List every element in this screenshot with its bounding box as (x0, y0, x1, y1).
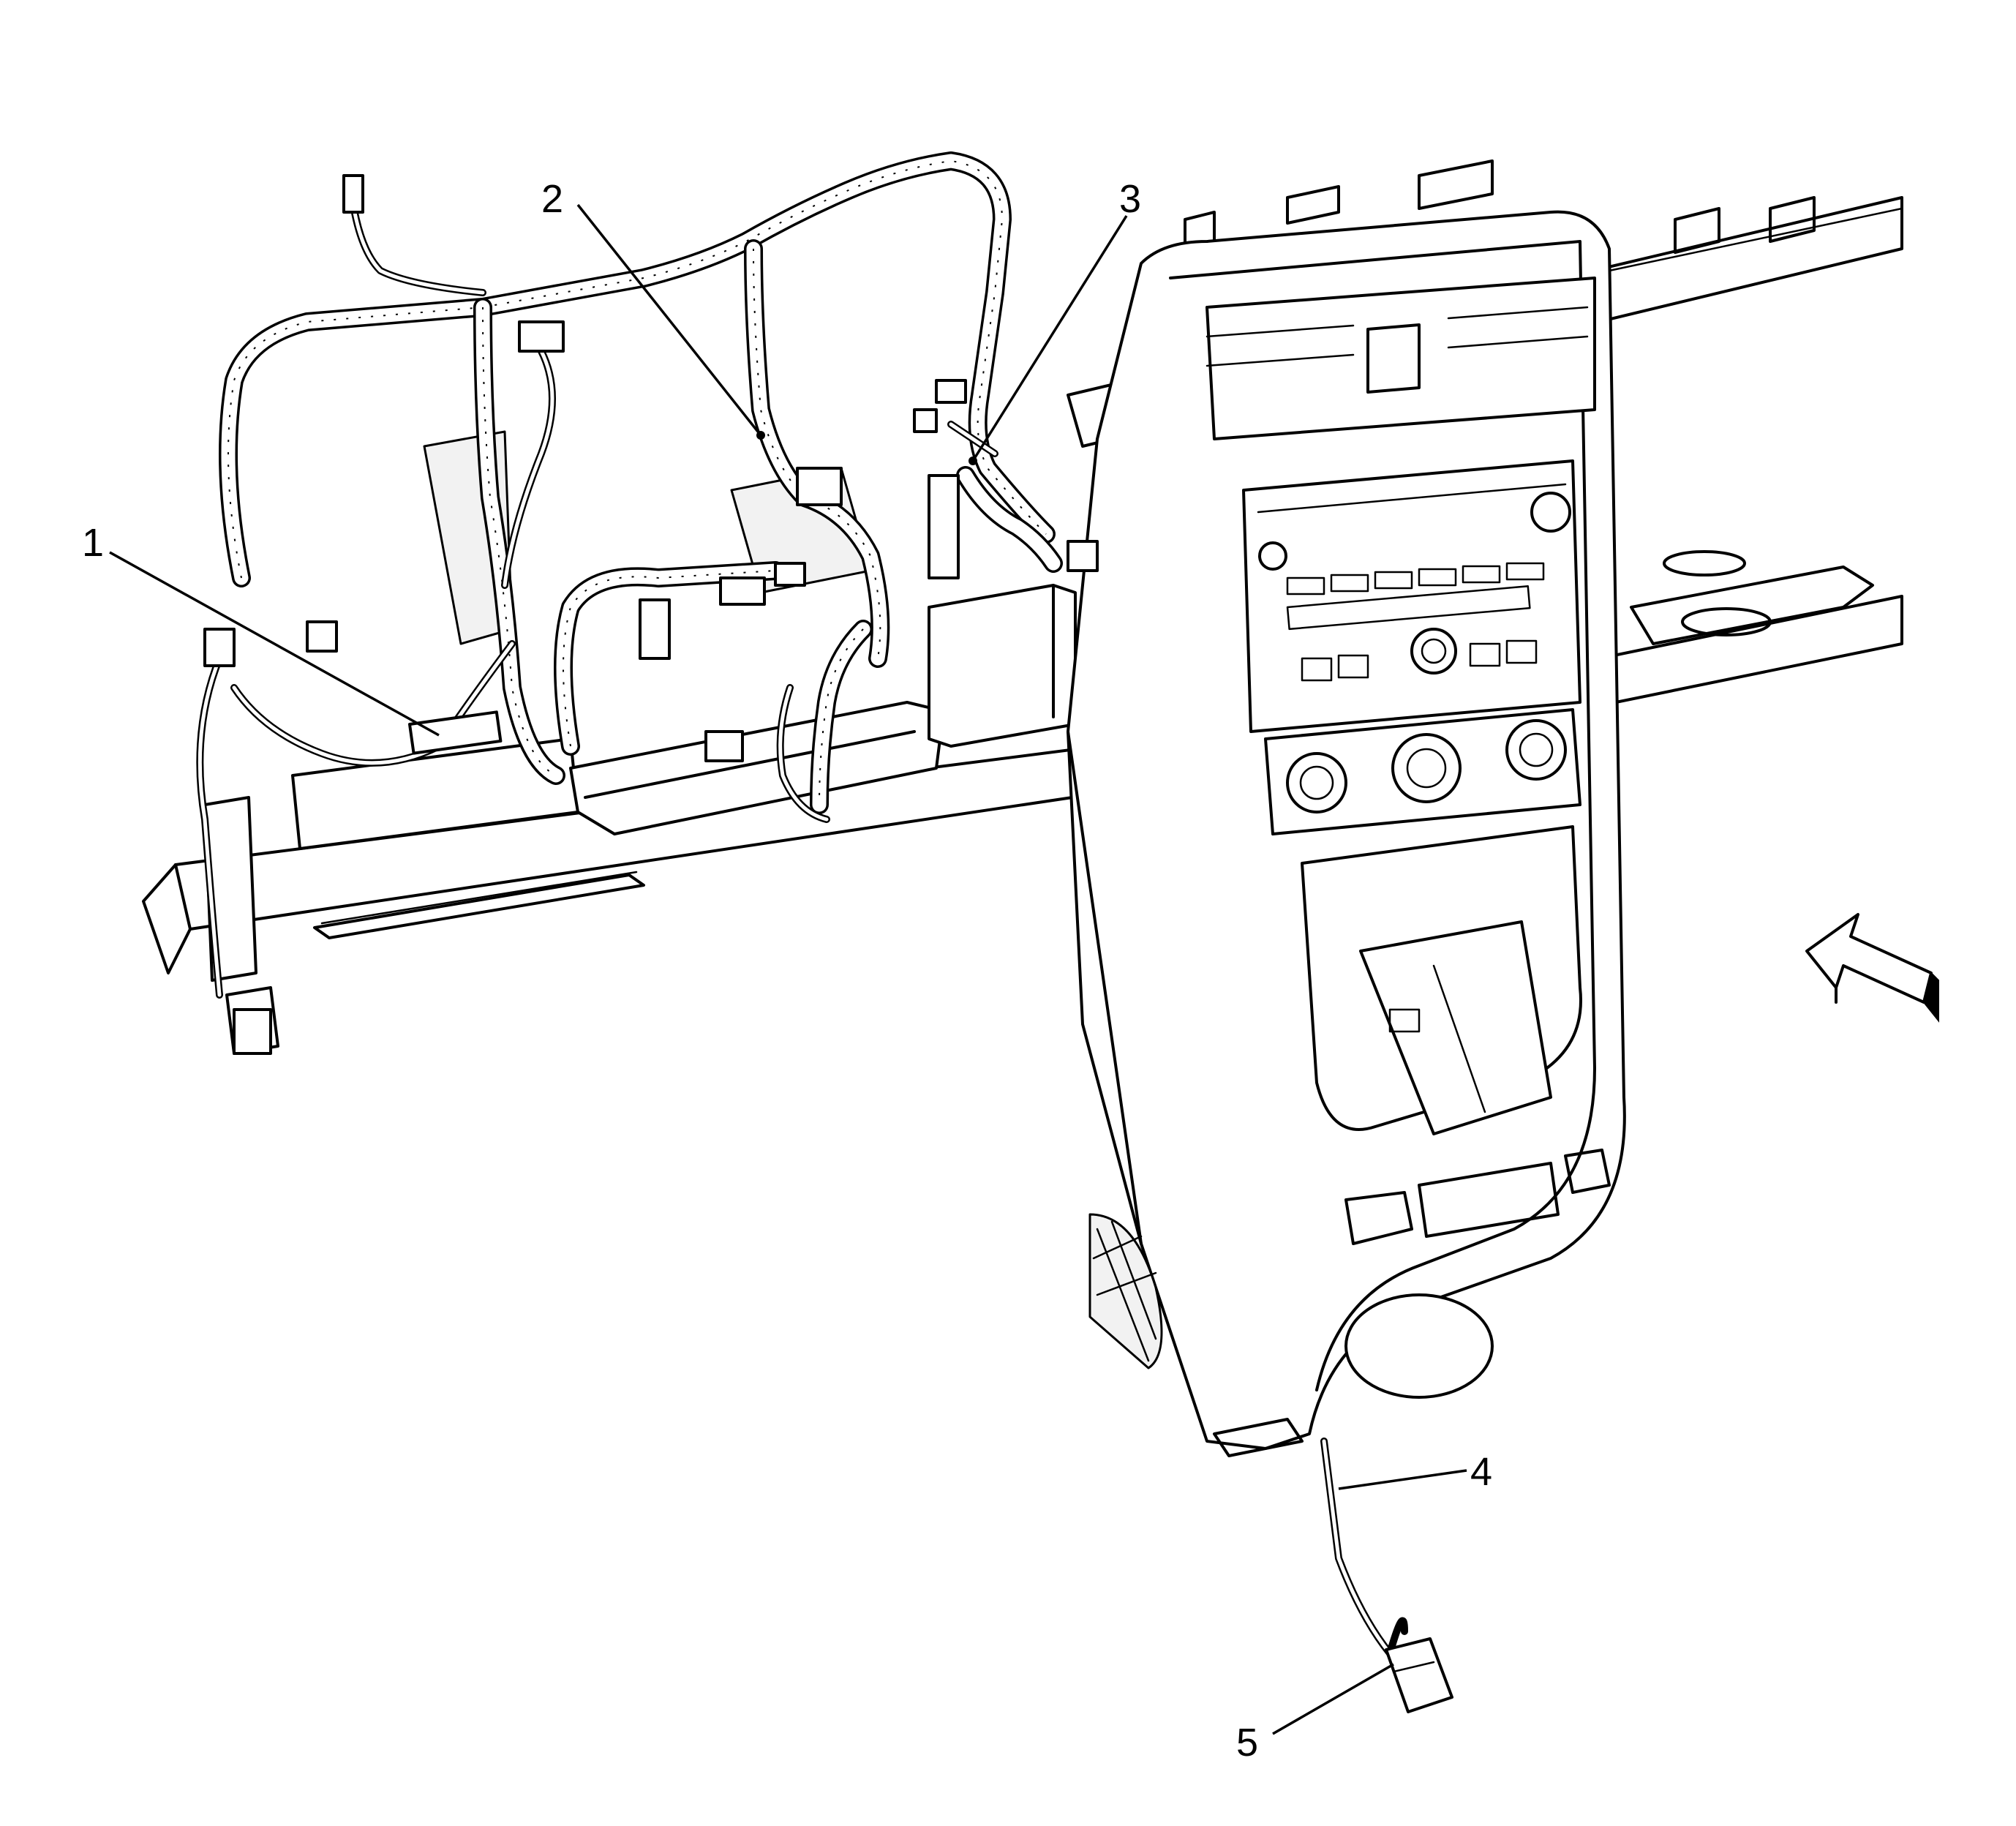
callout-4: 4 (1320, 1438, 1492, 1657)
view-direction-arrow (1805, 913, 1939, 1023)
callout-2: 2 (541, 177, 765, 440)
speaker-grille (1088, 1213, 1163, 1370)
instrument-panel-wiring-harness (196, 151, 1063, 999)
callout-3-leader (971, 215, 1128, 462)
callout-3: 3 (968, 177, 1141, 465)
callout-5-number: 5 (1236, 1721, 1258, 1765)
center-console (1067, 210, 1626, 1457)
callout-5: 5 (1236, 1637, 1453, 1765)
radio-buttons (1286, 562, 1545, 682)
callout-2-leader (576, 203, 762, 437)
callout-1-component (408, 710, 503, 755)
callout-1-leader (109, 551, 440, 737)
instrument-panel-carrier (142, 159, 1903, 1055)
callout-2-target (756, 431, 765, 440)
callout-3-target (968, 456, 977, 465)
callout-1: 1 (82, 521, 503, 755)
callout-5-connector (1385, 1637, 1453, 1713)
callout-4-leader (1338, 1469, 1467, 1490)
callout-4-number: 4 (1470, 1450, 1492, 1494)
connectors (203, 174, 1099, 1055)
callout-1-number: 1 (82, 521, 104, 565)
callout-5-leader (1272, 1663, 1394, 1735)
callout-3-number: 3 (1119, 177, 1141, 221)
callout-2-number: 2 (541, 177, 563, 221)
